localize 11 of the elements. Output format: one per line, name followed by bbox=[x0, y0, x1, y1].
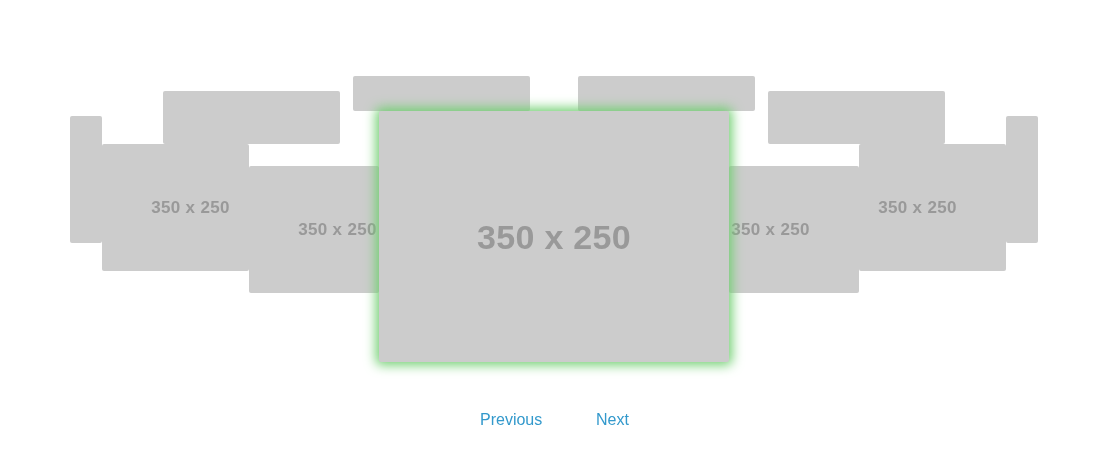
next-link: Next bbox=[596, 411, 629, 429]
placeholder-card bbox=[353, 76, 530, 111]
placeholder-image bbox=[729, 166, 859, 293]
placeholder-card bbox=[163, 91, 340, 144]
placeholder-image bbox=[249, 166, 379, 293]
placeholder-card bbox=[578, 76, 755, 111]
previous-link: Previous bbox=[480, 411, 543, 429]
placeholder-card bbox=[70, 116, 102, 243]
placeholder-card bbox=[768, 91, 945, 144]
placeholder-image bbox=[379, 111, 729, 362]
placeholder-card bbox=[1006, 116, 1038, 243]
